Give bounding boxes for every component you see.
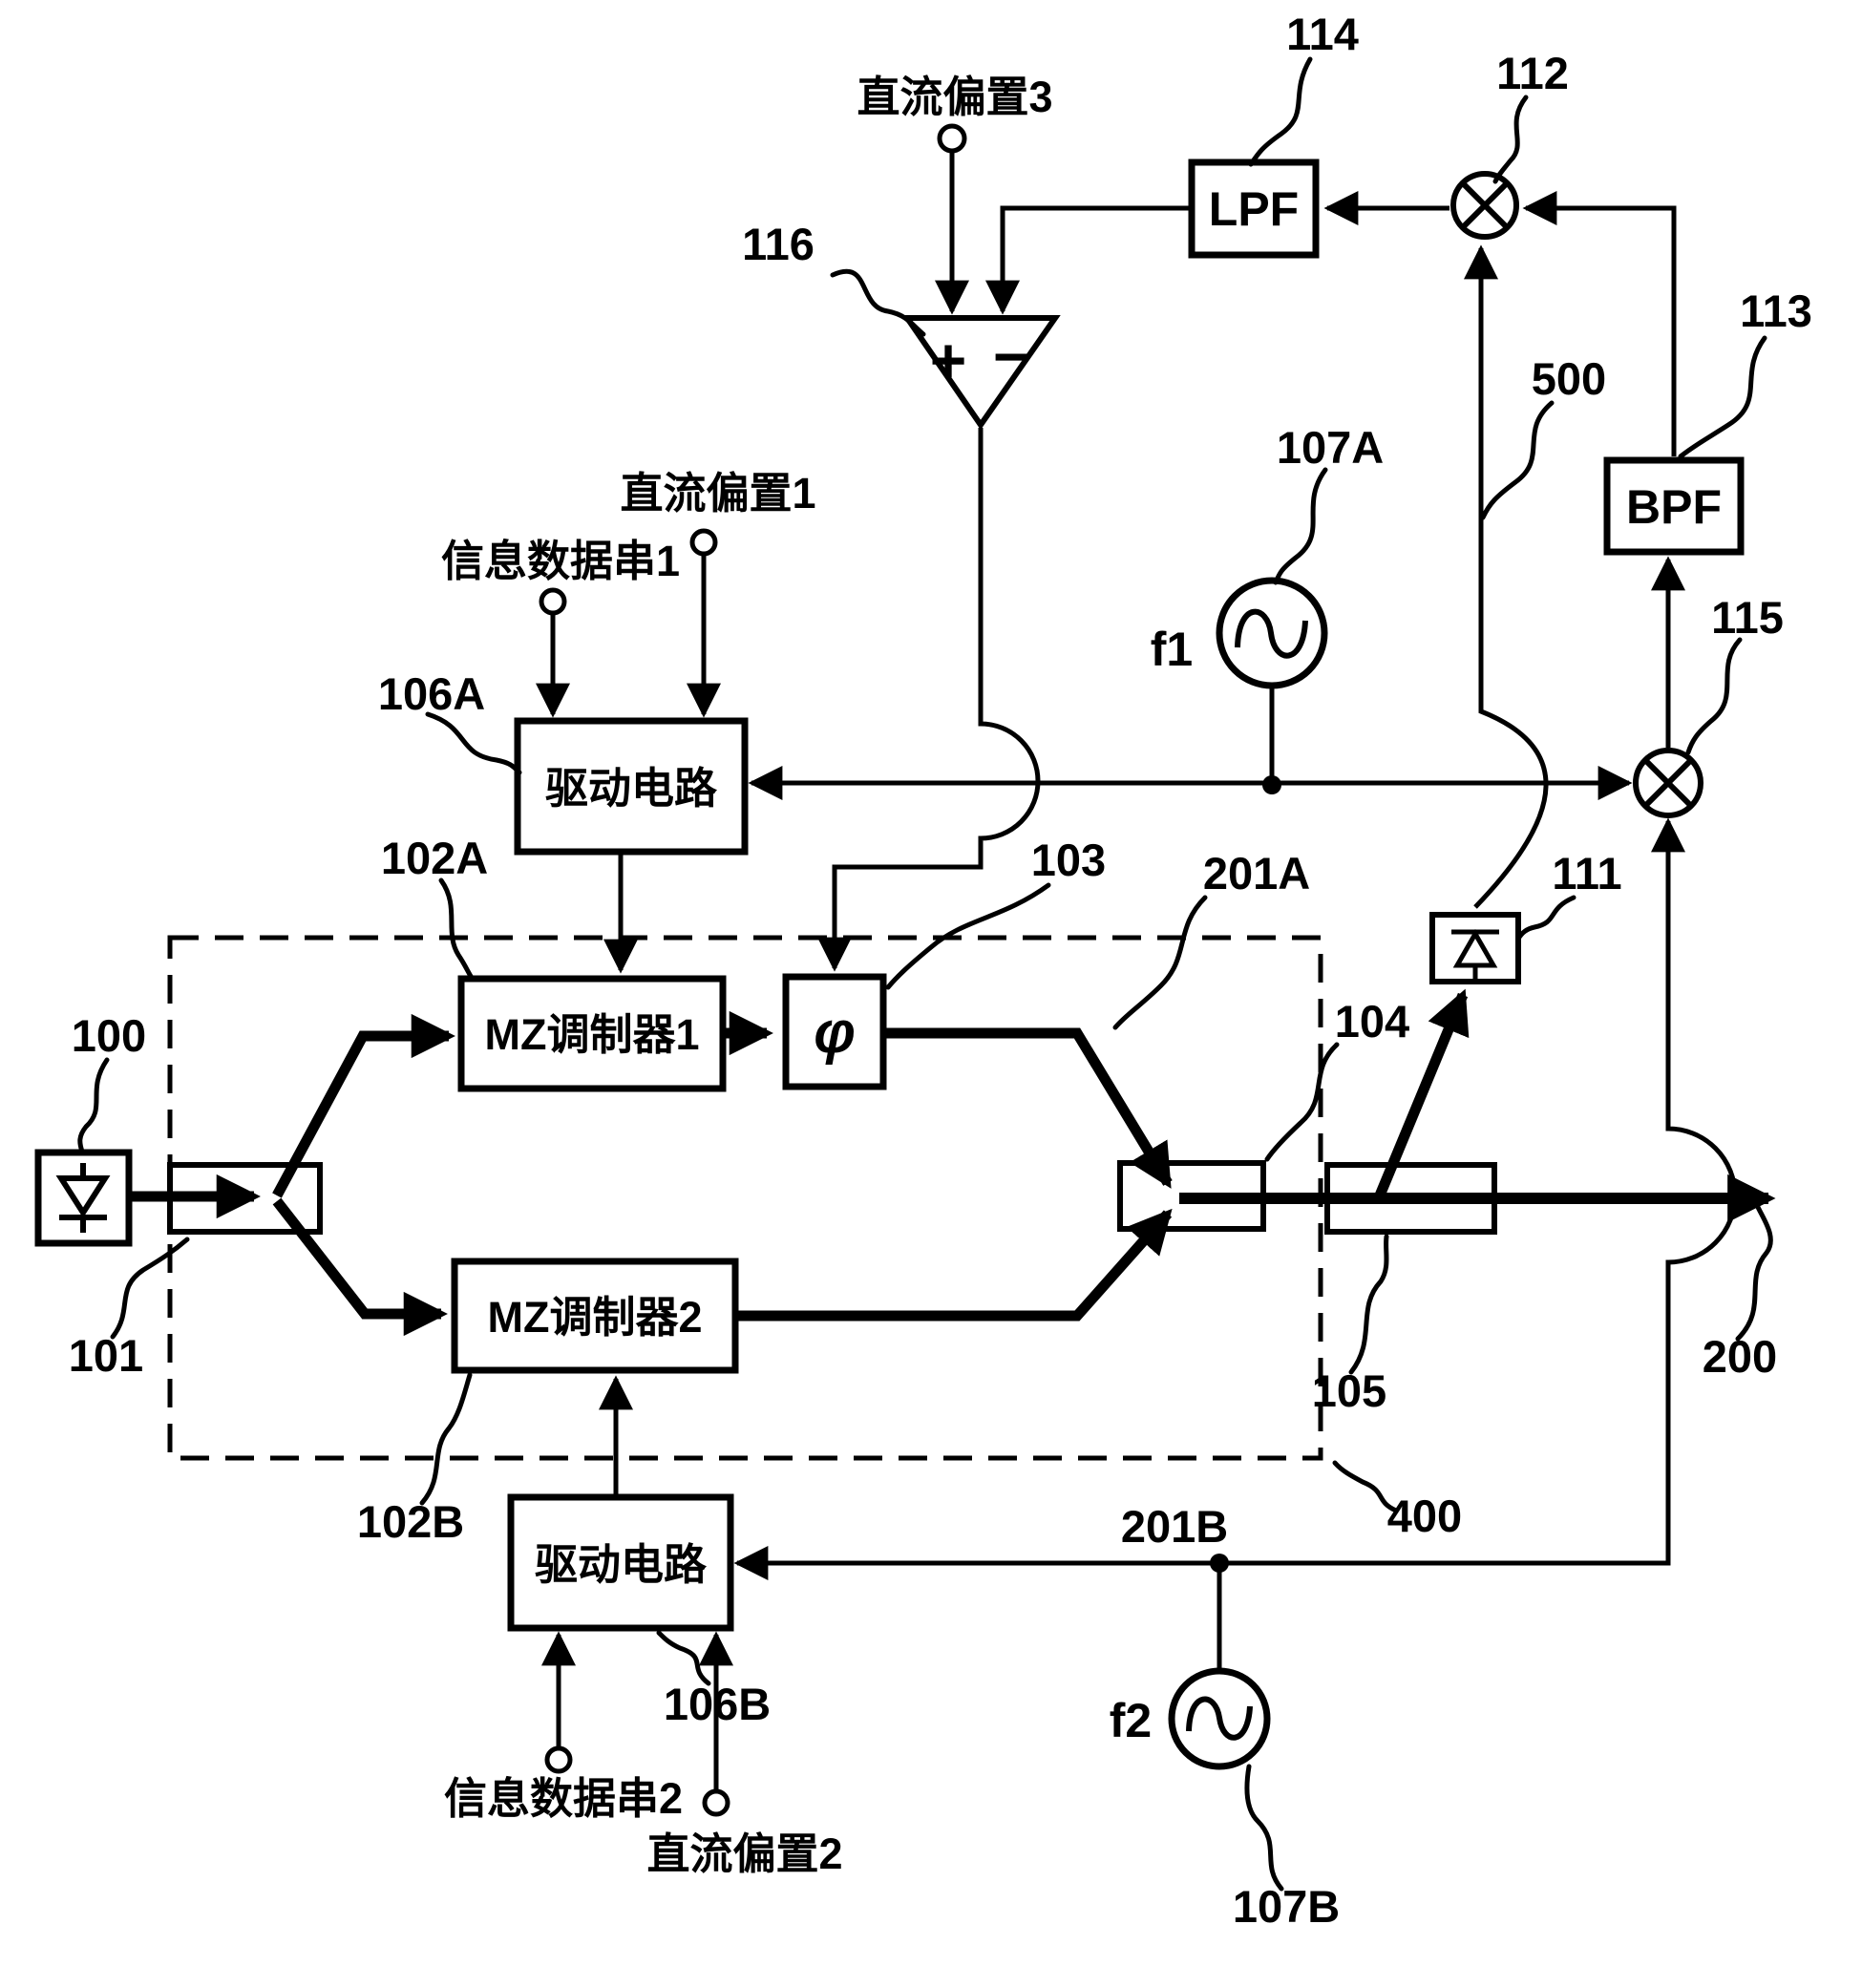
drive-circuit-b-box: [507, 1493, 734, 1632]
ref-107a: 107A: [1277, 422, 1384, 473]
label-dc-bias3: 直流偏置3: [857, 73, 1052, 121]
mz-modulator-2-label: MZ调制器2: [487, 1293, 702, 1342]
ref-107b: 107B: [1233, 1881, 1340, 1932]
comparator-triangle: [901, 315, 1061, 431]
ref-116: 116: [742, 219, 815, 269]
bpf-label: BPF: [1626, 480, 1722, 534]
laser-diode-icon: [55, 1163, 111, 1233]
tap-to-photodiode-arrow: [1374, 988, 1470, 1198]
ref-500: 500: [1532, 353, 1606, 404]
photodiode-icon: [1451, 928, 1499, 979]
label-data-stream1: 信息数据串1: [441, 537, 680, 585]
splitter-upper-arm: [272, 1013, 455, 1198]
monitor-500-line: [1464, 244, 1549, 909]
mz-modulator-2-box: [451, 1258, 739, 1374]
optical-lines: [129, 988, 1776, 1337]
dc-bias1-terminal: [689, 528, 718, 557]
leader-106a: [425, 711, 522, 775]
ref-201b: 201B: [1121, 1501, 1228, 1552]
splitter-lower-arm: [272, 1197, 448, 1337]
lpf-to-comparator-line: [985, 205, 1192, 315]
oscillator-f2-icon: [1168, 1667, 1271, 1770]
leader-107a: [1273, 467, 1328, 585]
lpf-label: LPF: [1209, 182, 1299, 236]
leader-102b: [419, 1372, 473, 1506]
comparator-minus-sign: −: [993, 321, 1030, 391]
f2-junction-dot: [1210, 1554, 1229, 1573]
ref-103: 103: [1031, 835, 1106, 885]
ref-400: 400: [1387, 1491, 1462, 1541]
bpf-to-mixer112-line: [1522, 191, 1677, 456]
leader-107b: [1244, 1764, 1284, 1892]
ref-111: 111: [1552, 848, 1621, 899]
phase-shifter-label: φ: [814, 1000, 856, 1066]
ref-113: 113: [1740, 286, 1812, 336]
ref-112: 112: [1496, 48, 1569, 98]
oscillator-f1-icon: [1216, 577, 1328, 689]
label-dc-bias2: 直流偏置2: [646, 1829, 842, 1878]
leader-200: [1735, 1202, 1773, 1342]
ref-200: 200: [1703, 1331, 1777, 1382]
ref-100: 100: [72, 1010, 146, 1061]
leader-500: [1480, 400, 1555, 520]
mixer-115-icon: [1633, 748, 1703, 818]
f1-label: f1: [1151, 623, 1193, 676]
photodiode-box: [1429, 912, 1521, 984]
ref-106b: 106B: [664, 1679, 771, 1729]
leader-101: [110, 1237, 190, 1340]
reference-leaders: [77, 56, 1773, 1892]
leader-116: [830, 268, 926, 337]
lower-arm-to-combiner: [735, 1208, 1173, 1322]
upper-arm-to-combiner: [883, 1027, 1173, 1189]
leader-113: [1678, 335, 1767, 459]
leader-100: [77, 1057, 110, 1154]
input-terminals: [539, 123, 967, 1817]
leader-105: [1348, 1234, 1389, 1375]
leader-201a: [1112, 895, 1208, 1030]
ref-115: 115: [1711, 592, 1784, 643]
comparator-to-phase-line: [817, 428, 1041, 972]
ref-102b: 102B: [357, 1496, 464, 1547]
f1-junction-dot: [1262, 775, 1281, 794]
mz-modulator-1-label: MZ调制器1: [484, 1010, 699, 1059]
drive-circuit-a-label: 驱动电路: [545, 764, 718, 813]
leader-112: [1492, 95, 1529, 184]
ref-105: 105: [1312, 1365, 1386, 1416]
leader-104: [1264, 1042, 1340, 1162]
leader-400: [1332, 1460, 1399, 1513]
leader-111: [1515, 895, 1576, 941]
data1-terminal: [539, 587, 567, 616]
ref-104: 104: [1335, 996, 1409, 1047]
leader-114: [1248, 56, 1313, 167]
ref-106a: 106A: [378, 668, 485, 719]
mixer-112-icon: [1450, 171, 1519, 240]
leader-106b: [656, 1630, 711, 1686]
ref-201a: 201A: [1203, 848, 1310, 899]
bpf-box: [1603, 456, 1745, 556]
drive-circuit-b-label: 驱动电路: [535, 1540, 708, 1589]
dc-bias2-terminal: [702, 1788, 730, 1817]
label-dc-bias1: 直流偏置1: [620, 469, 815, 518]
leader-115: [1685, 637, 1743, 755]
component-boxes: [34, 159, 1745, 1632]
leader-102a: [438, 878, 475, 981]
leader-103: [885, 882, 1051, 990]
drive-circuit-a-box: [514, 717, 749, 856]
f2-label: f2: [1110, 1694, 1152, 1747]
data2-terminal: [544, 1745, 573, 1774]
comparator-plus-sign: +: [930, 325, 967, 395]
ref-101: 101: [69, 1330, 143, 1381]
ref-102a: 102A: [381, 833, 488, 883]
label-data-stream2: 信息数据串2: [444, 1774, 683, 1823]
ref-114: 114: [1286, 9, 1359, 59]
dc-bias3-terminal: [937, 123, 967, 154]
